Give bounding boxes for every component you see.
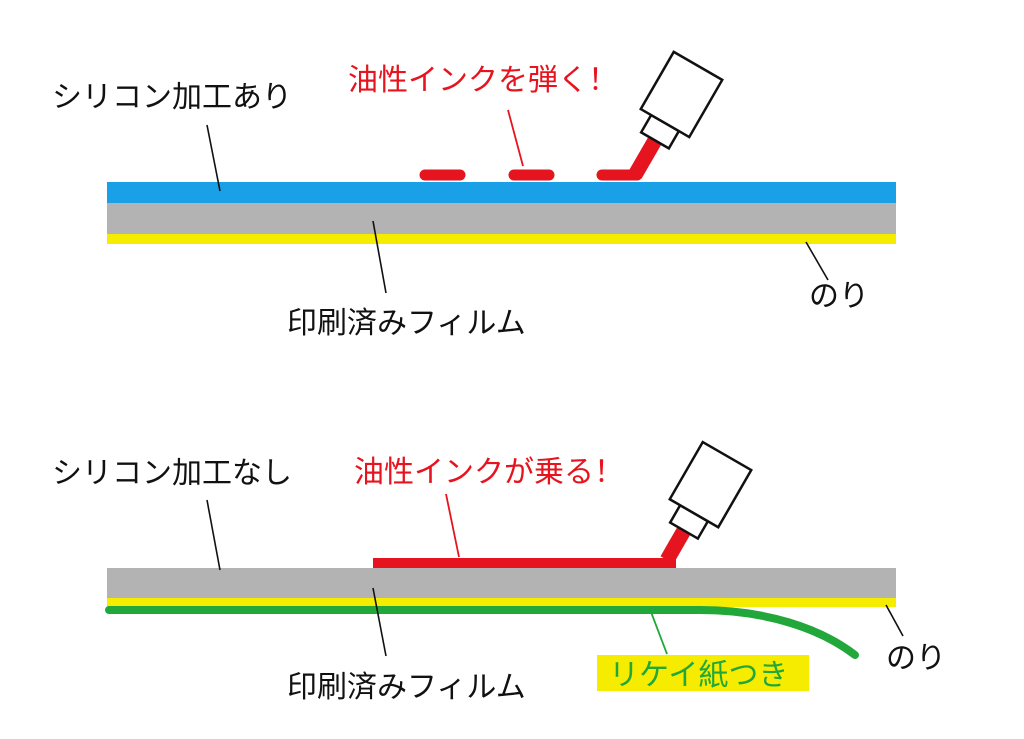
top-silicone-leader <box>206 124 221 192</box>
top-section: シリコン加工あり 油性インクを弾く！ 印刷済みフィルム のり <box>52 50 896 341</box>
bottom-silicone-label: シリコン加工なし <box>52 456 292 491</box>
top-silicone-label: シリコン加工あり <box>52 80 292 115</box>
top-glue-label: のり <box>809 279 869 314</box>
bottom-release-paper-leader <box>650 611 668 655</box>
bottom-marker-pen-icon <box>660 440 753 564</box>
bottom-ink-result-label: 油性インクが乗る！ <box>354 455 624 490</box>
top-glue-leader <box>805 241 829 281</box>
bottom-film-layer <box>107 568 896 598</box>
bottom-glue-label: のり <box>886 641 946 676</box>
top-silicone-layer <box>107 182 896 203</box>
top-film-layer <box>107 203 896 234</box>
bottom-glue-leader <box>885 604 904 637</box>
bottom-film-leader <box>372 587 387 657</box>
bottom-release-paper-label: リケイ紙つき <box>609 658 788 693</box>
top-ink-leader <box>507 109 524 167</box>
bottom-release-paper-label-bg <box>597 655 809 691</box>
bottom-film-label: 印刷済みフィルム <box>287 670 526 705</box>
bottom-silicone-leader <box>206 499 221 571</box>
top-film-label: 印刷済みフィルム <box>287 306 526 341</box>
bottom-release-paper <box>105 606 859 659</box>
bottom-ink-leader <box>445 493 460 558</box>
bottom-ink-film <box>373 558 676 568</box>
top-ink-result-label: 油性インクを弾く！ <box>348 63 618 98</box>
bottom-section: シリコン加工なし 油性インクが乗る！ 印刷済みフィルム リケイ紙つき のり <box>52 440 946 705</box>
top-glue-layer <box>107 234 896 244</box>
top-film-leader <box>372 220 387 294</box>
top-marker-pen-icon <box>628 50 724 179</box>
bottom-glue-layer <box>107 598 896 607</box>
